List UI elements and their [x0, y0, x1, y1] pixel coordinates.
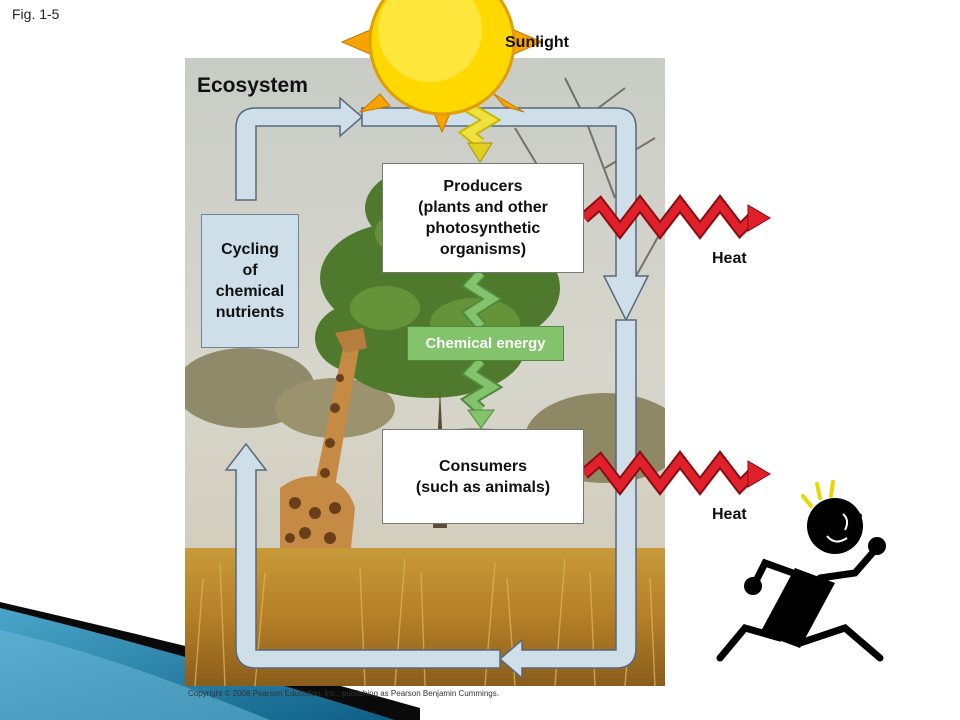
- cycle-arrow-right-down: [498, 319, 637, 680]
- copyright-notice: Copyright © 2008 Pearson Education, Inc.…: [188, 689, 499, 698]
- heat-label-consumers: Heat: [712, 506, 747, 523]
- sun-icon: [340, 0, 544, 134]
- heat-arrow-producers: [580, 194, 771, 240]
- ecosystem-title: Ecosystem: [197, 74, 308, 97]
- cycle-arrow-top-left: [235, 96, 364, 201]
- heat-arrow-consumers: [580, 450, 771, 496]
- heat-label-producers: Heat: [712, 250, 747, 267]
- chemical-energy-label: Chemical energy: [407, 326, 564, 361]
- cycling-nutrients-box: Cycling of chemical nutrients: [201, 214, 299, 348]
- figure-label: Fig. 1-5: [12, 6, 60, 22]
- consumers-box: Consumers (such as animals): [382, 429, 584, 524]
- running-person-clipart: [716, 480, 886, 662]
- cycle-arrow-bottom-left: [224, 442, 501, 669]
- producers-box: Producers (plants and other photosynthet…: [382, 163, 584, 273]
- sunlight-label: Sunlight: [505, 34, 569, 51]
- cycle-arrow-top-right: [361, 107, 650, 322]
